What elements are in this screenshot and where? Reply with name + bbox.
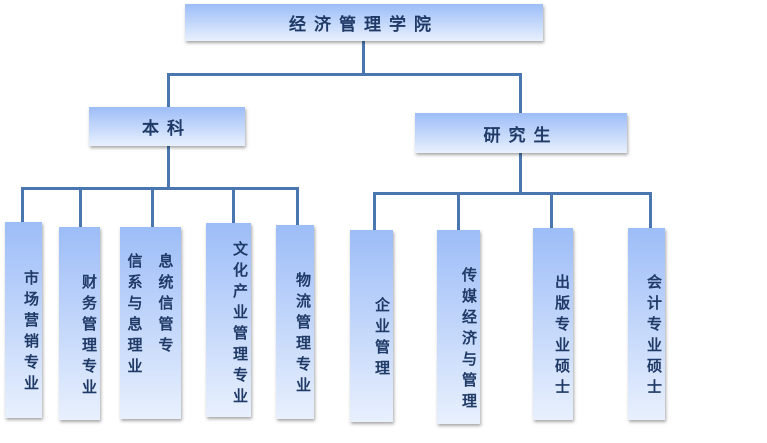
connector	[232, 187, 235, 223]
connector	[79, 187, 82, 227]
major-finance: 财务管理专业	[59, 227, 100, 420]
major-info-col2: 息统信管专	[156, 253, 175, 358]
connector	[649, 192, 652, 228]
connector	[167, 146, 170, 189]
connector	[550, 192, 553, 228]
major-enterprise-management: 企业管理	[350, 230, 393, 422]
connector	[21, 187, 299, 190]
connector	[519, 73, 522, 113]
connector	[519, 153, 522, 194]
connector	[457, 192, 460, 230]
major-cultural-industry: 文化产业管理专业	[206, 223, 251, 417]
major-media-economics: 传媒经济与管理	[437, 230, 480, 424]
major-accounting-master: 会计专业硕士	[628, 228, 665, 420]
graduate-node: 研究生	[415, 113, 627, 153]
root-node: 经济管理学院	[185, 4, 543, 41]
major-logistics: 物流管理专业	[276, 225, 314, 419]
connector	[373, 192, 652, 195]
connector	[373, 192, 376, 230]
undergraduate-node: 本科	[89, 107, 245, 146]
connector	[151, 187, 154, 227]
major-marketing: 市场营销专业	[5, 222, 42, 418]
connector	[296, 187, 299, 225]
connector	[167, 73, 170, 107]
connector	[167, 73, 522, 76]
major-information-systems: 信系与息理业 息统信管专	[120, 227, 181, 419]
connector	[362, 41, 365, 75]
major-info-col1: 信系与息理业	[125, 253, 144, 379]
connector	[21, 187, 24, 223]
major-publishing-master: 出版专业硕士	[533, 228, 573, 420]
